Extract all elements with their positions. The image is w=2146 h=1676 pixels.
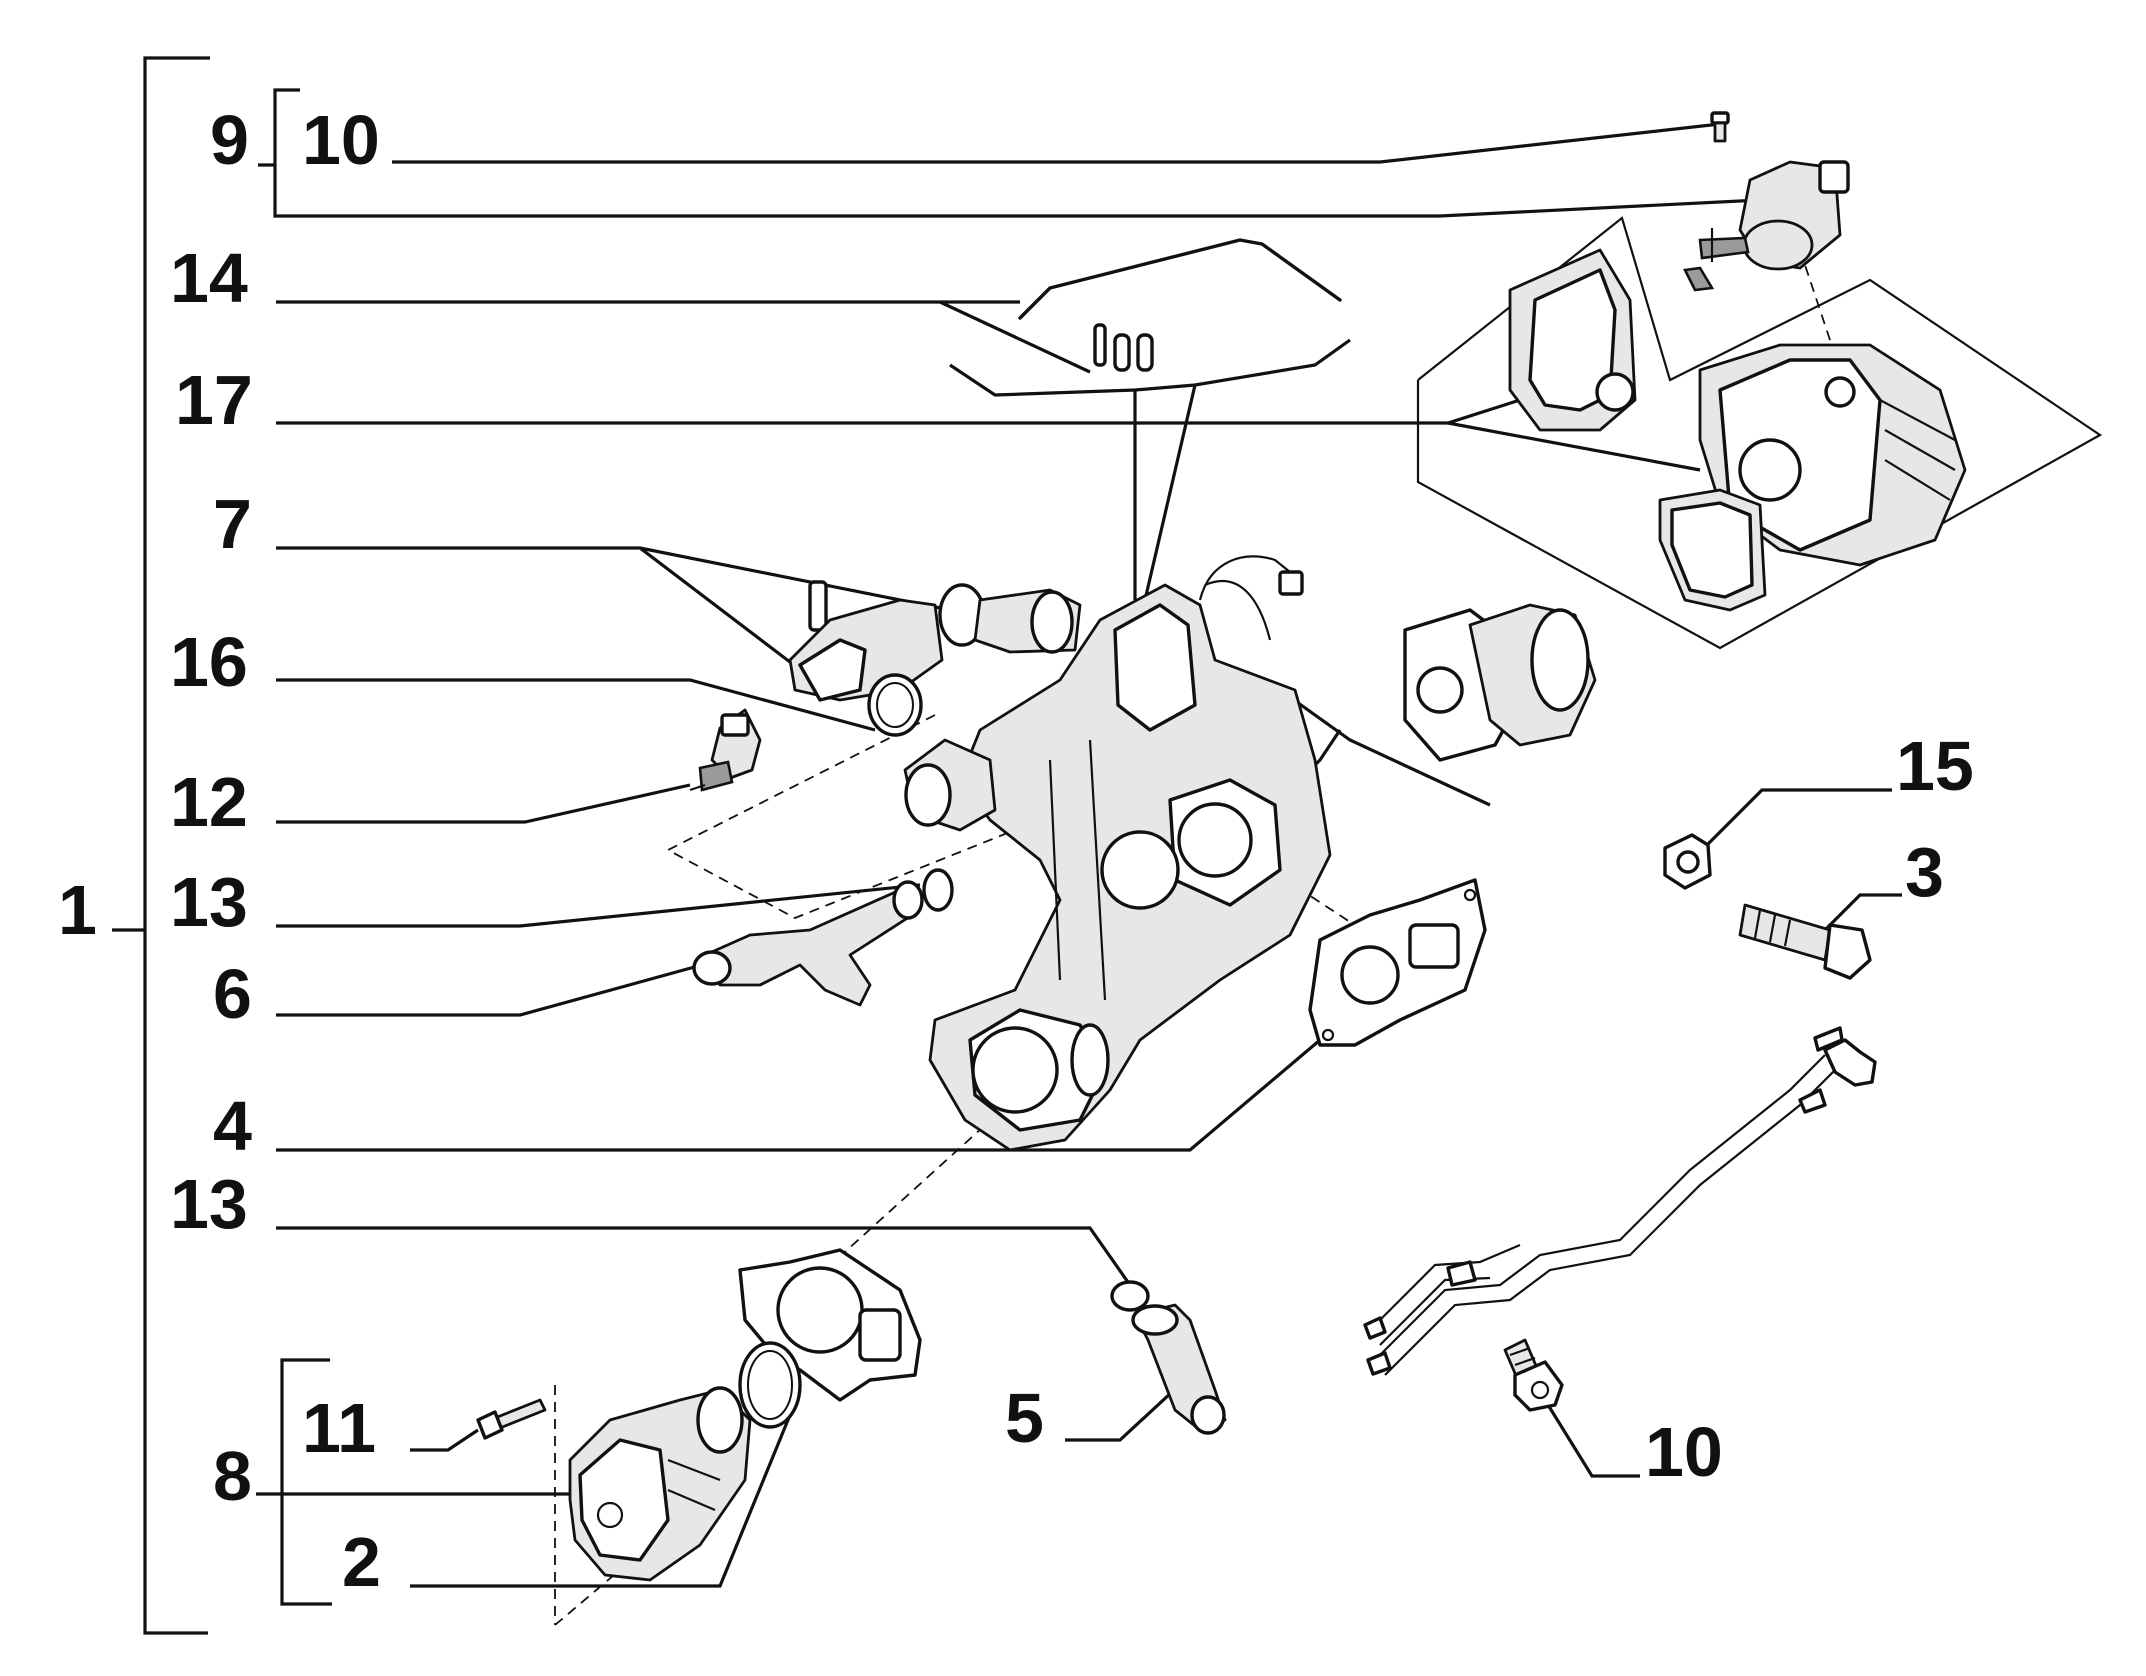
callout-1: 1 [58, 871, 97, 949]
bolt-part [1738, 903, 1872, 980]
callout-8: 8 [213, 1437, 252, 1515]
callout-17: 17 [175, 361, 253, 439]
thermostat-screw-part [476, 1398, 547, 1440]
o-ring-lower-part [1110, 1280, 1150, 1312]
callout-9: 9 [210, 101, 249, 179]
callout-10-bottom: 10 [1645, 1413, 1723, 1491]
callout-2: 2 [342, 1523, 381, 1601]
coolant-tube-assembly-part [1363, 1026, 1877, 1376]
callout-11: 11 [302, 1389, 376, 1467]
egr-cooler-part [1403, 603, 1597, 762]
assembly-bracket-8 [256, 1358, 332, 1606]
elbow-pipe-part [692, 880, 924, 1007]
assembly-bracket-1 [112, 56, 210, 1635]
callout-3: 3 [1905, 833, 1944, 911]
callout-7: 7 [213, 485, 252, 563]
callout-6: 6 [213, 955, 252, 1033]
callout-labels: 1 9 10 14 17 7 16 12 13 6 4 13 11 8 2 5 … [58, 101, 1974, 1601]
thermostat-gasket-part [738, 1248, 922, 1402]
callout-13-lower: 13 [170, 1165, 248, 1243]
callout-14: 14 [170, 239, 248, 317]
vacuum-hose-part [1018, 238, 1342, 372]
coolant-pipe-part [788, 580, 1082, 737]
callout-10-top: 10 [302, 101, 380, 179]
hex-nut-part [1663, 833, 1712, 890]
screw-top-part [1710, 111, 1730, 143]
housing-gasket-part [1308, 878, 1487, 1047]
temperature-sensor-part [689, 708, 762, 792]
solenoid-valve-part [1683, 160, 1850, 292]
pipe-fitting-part [1131, 1303, 1227, 1435]
callout-16: 16 [170, 623, 248, 701]
egr-valve-panel [1416, 216, 2103, 650]
callout-13-upper: 13 [170, 863, 248, 941]
leader-lines [276, 122, 1902, 1588]
screw-bottom-part [1503, 1338, 1564, 1412]
thermostat-housing-main-part [903, 555, 1332, 1152]
callout-12: 12 [170, 763, 248, 841]
callout-4: 4 [213, 1087, 252, 1165]
callout-15: 15 [1896, 727, 1974, 805]
assembly-bracket-9 [258, 88, 1440, 218]
thermostat-part [568, 1386, 752, 1582]
o-ring-upper-part [922, 868, 954, 912]
thermostat-o-ring-part [738, 1341, 802, 1429]
callout-5: 5 [1005, 1379, 1044, 1457]
